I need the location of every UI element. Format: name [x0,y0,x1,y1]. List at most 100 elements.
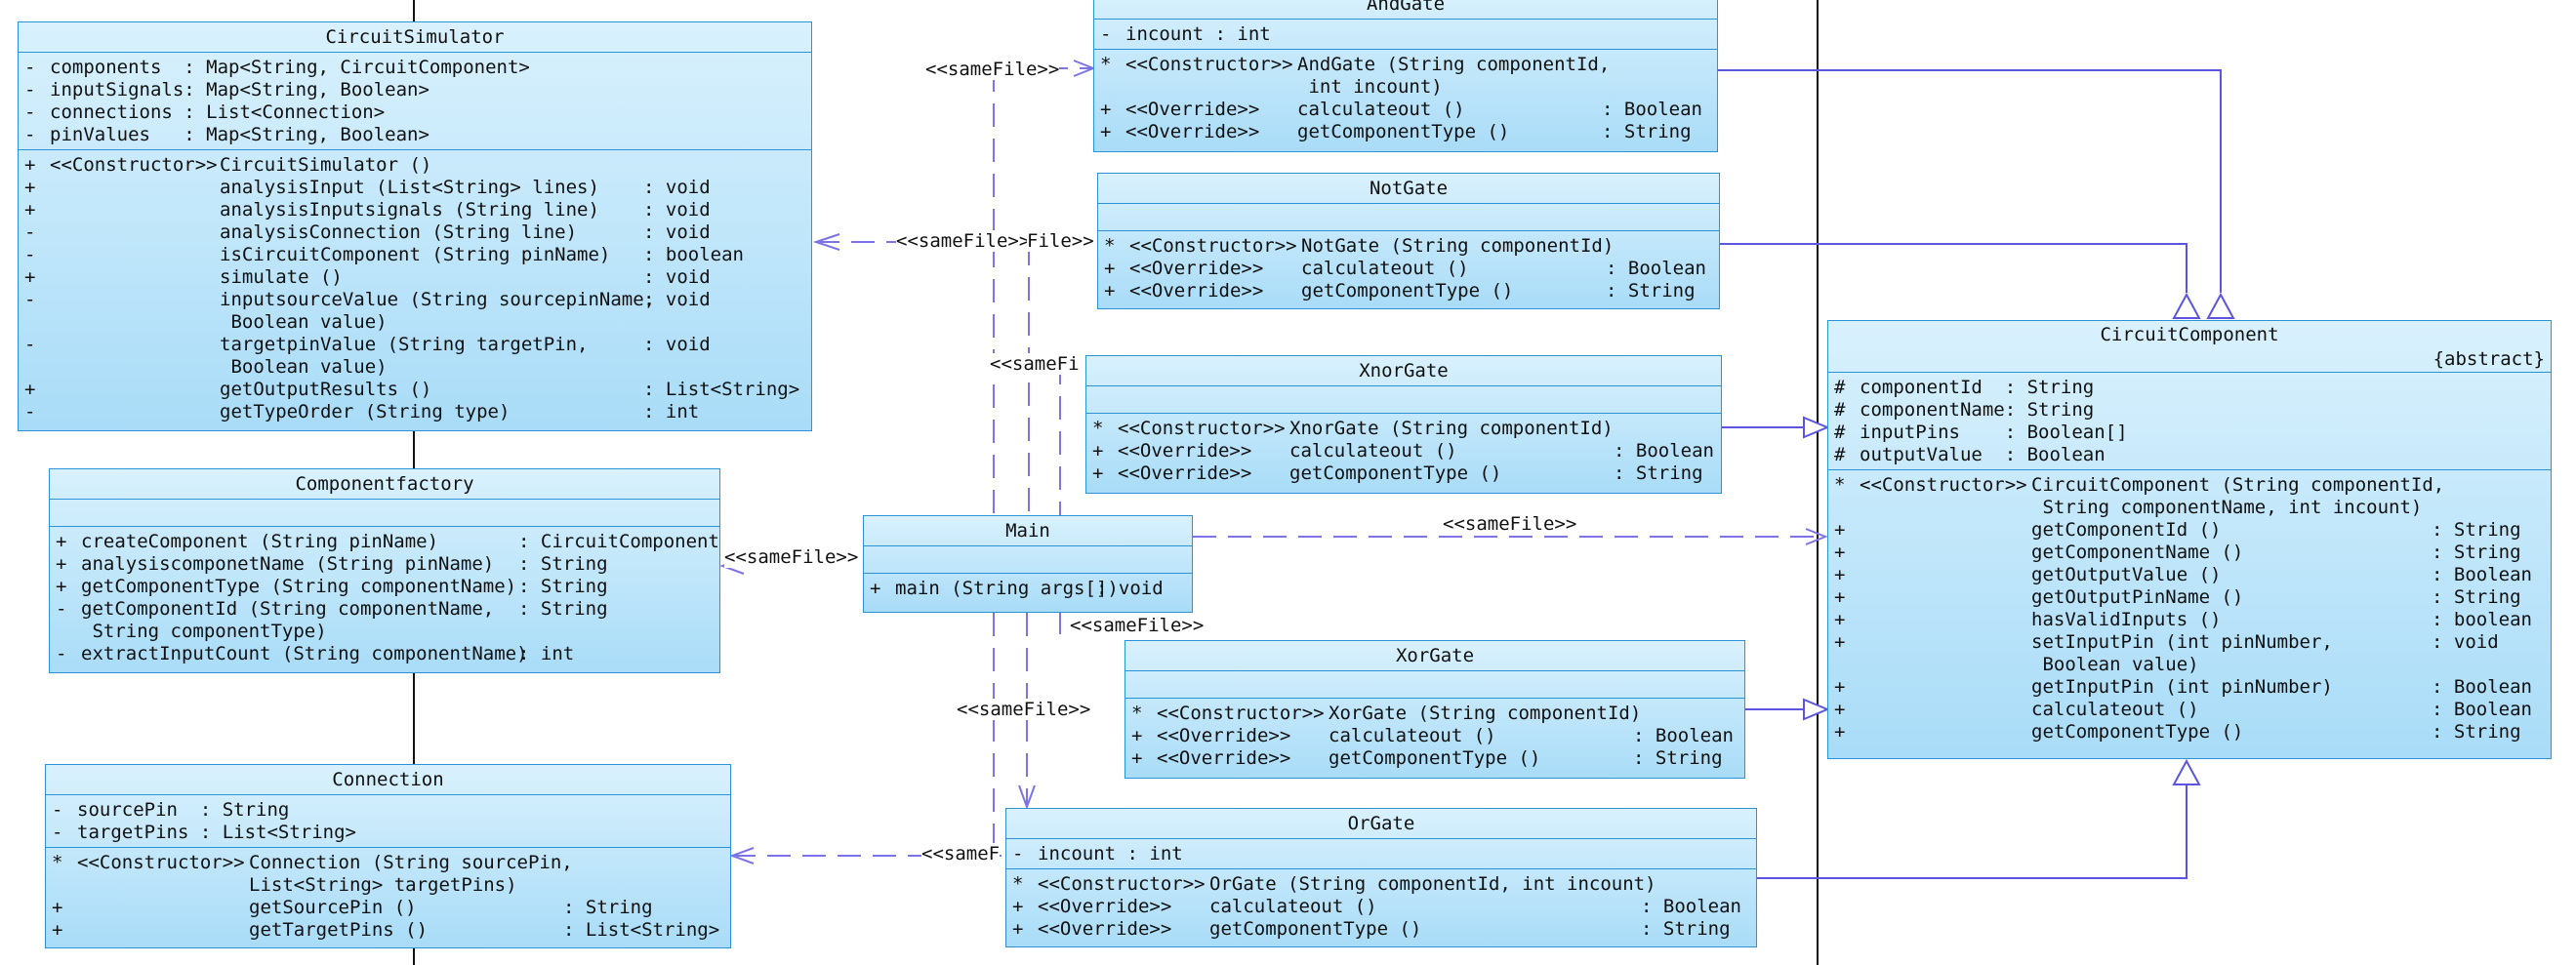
visibility-marker: + [24,379,36,400]
operations-compartment: *<<Constructor>>NotGate (String componen… [1098,231,1719,305]
member-row: -getComponentId (String componentName,: … [50,598,719,621]
member-text: XorGate (String componentId) [1329,703,1642,724]
class-circuitcomponent[interactable]: CircuitComponent {abstract} #componentId… [1827,320,2552,759]
visibility-marker: - [24,289,36,310]
member-text: AndGate (String componentId, [1297,54,1611,75]
member-text: <<Constructor>> [77,852,245,873]
member-row: -pinValues : Map<String, Boolean> [19,124,811,146]
visibility-marker: + [870,578,881,599]
member-text: Connection (String sourcePin, [249,852,573,873]
visibility-marker: * [1092,418,1104,439]
class-componentfactory[interactable]: Componentfactory +createComponent (Strin… [49,468,720,673]
visibility-marker: - [24,244,36,265]
visibility-marker: + [1834,631,1846,653]
class-name: OrGate [1006,809,1756,839]
member-text: : String [1602,121,1692,142]
member-text: <<Override>> [1157,725,1291,746]
class-xnorgate[interactable]: XnorGate *<<Constructor>>XnorGate (Strin… [1085,355,1722,494]
member-text: getTypeOrder (String type) [220,401,511,422]
generalization-arrowhead [2206,292,2235,319]
class-circuitsimulator[interactable]: CircuitSimulator -components : Map<Strin… [18,21,812,431]
samefile-label: <<sameFile>> [1070,615,1205,636]
member-row: +getSourcePin (): String [46,897,730,919]
member-text: inputSignals: Map<String, Boolean> [50,79,429,101]
class-name: Componentfactory [50,469,719,500]
member-text: <<Override>> [1118,462,1252,484]
member-text: : String [1633,747,1723,769]
samefile-label: <<sameFile>> [1443,513,1577,535]
member-row: Boolean value) [19,311,811,334]
visibility-marker: - [24,79,36,101]
class-name: CircuitComponent [2100,324,2279,345]
class-xorgate[interactable]: XorGate *<<Constructor>>XorGate (String … [1124,640,1745,779]
generalization-arrowhead [1803,416,1830,439]
member-text: : void [643,199,711,221]
member-text: <<Constructor>> [1157,703,1325,724]
member-text: incount : int [1125,23,1271,45]
member-text: componentId : String [1860,377,2095,398]
member-text: : String [563,897,653,918]
member-text: getComponentType () [1297,121,1510,142]
class-main[interactable]: Main +main (String args[]): void [863,515,1193,613]
class-orgate[interactable]: OrGate -incount : int *<<Constructor>>Or… [1005,808,1757,947]
member-row: *<<Constructor>>XnorGate (String compone… [1086,418,1721,440]
member-text: String componentName, int incount) [2031,497,2423,518]
class-name: XnorGate [1086,356,1721,386]
member-text: connections : List<Connection> [50,101,386,123]
member-text: components : Map<String, CircuitComponen… [50,57,530,78]
operations-compartment: *<<Constructor>>CircuitComponent (String… [1828,470,2551,746]
member-text: Boolean value) [220,356,388,378]
visibility-marker: # [1834,422,1846,443]
member-row: +analysiscomponetName (String pinName): … [50,553,719,576]
member-row: *<<Constructor>>Connection (String sourc… [46,852,730,874]
member-row: #outputValue : Boolean [1828,444,2551,466]
visibility-marker: + [1104,280,1116,302]
member-text: <<Override>> [1118,440,1252,462]
operations-compartment: *<<Constructor>>XnorGate (String compone… [1086,414,1721,488]
member-text: setInputPin (int pinNumber, [2031,631,2333,653]
generalization-line [1755,781,2188,879]
member-text: List<String> targetPins) [249,874,517,896]
member-row: -components : Map<String, CircuitCompone… [19,57,811,79]
class-andgate[interactable]: AndGate -incount : int *<<Constructor>>A… [1093,0,1718,152]
member-row: +getOutputPinName (): String [1828,586,2551,609]
member-text: analysisInput (List<String> lines) [220,177,599,198]
member-row: #inputPins : Boolean[] [1828,422,2551,444]
member-text: : boolean [643,244,744,265]
member-row: *<<Constructor>>XorGate (String componen… [1125,703,1744,725]
member-text: <<Override>> [1038,896,1172,917]
operations-compartment: +main (String args[]): void [864,574,1192,603]
member-text: getComponentId (String componentName, [81,598,495,620]
visibility-marker: + [1012,896,1024,917]
visibility-marker: + [52,897,63,918]
member-text: getTargetPins () [249,919,429,941]
member-text: calculateout () [1209,896,1377,917]
class-connection[interactable]: Connection -sourcePin : String-targetPin… [45,764,731,948]
dependency-arrowhead [1805,528,1828,545]
member-text: CircuitSimulator () [220,154,432,176]
member-text: <<Override>> [1038,918,1172,940]
member-text: : Boolean [2432,699,2532,720]
member-row: +<<Constructor>>CircuitSimulator () [19,154,811,177]
visibility-marker: - [24,101,36,123]
member-text: OrGate (String componentId, int incount) [1209,873,1656,895]
member-row: -getTypeOrder (String type): int [19,401,811,423]
class-notgate[interactable]: NotGate *<<Constructor>>NotGate (String … [1097,173,1720,309]
member-text: : String [2432,542,2521,563]
member-text: simulate () [220,266,343,288]
member-text: getComponentType (String componentName) [81,576,517,597]
attributes-compartment [50,500,719,527]
generalization-arrowhead [1803,698,1830,721]
member-text: : Boolean [2432,564,2532,585]
member-text: <<Constructor>> [1125,54,1293,75]
visibility-marker: + [52,919,63,941]
member-text: <<Override>> [1129,280,1264,302]
visibility-marker: * [1012,873,1024,895]
visibility-marker: + [1104,258,1116,279]
member-text: : String [2432,721,2521,743]
visibility-marker: - [24,57,36,78]
generalization-line [1720,243,2188,293]
member-row: +<<Override>>getComponentType (): String [1006,918,1756,941]
member-text: <<Constructor>> [1118,418,1286,439]
samefile-label: <<sameF [921,843,1001,864]
